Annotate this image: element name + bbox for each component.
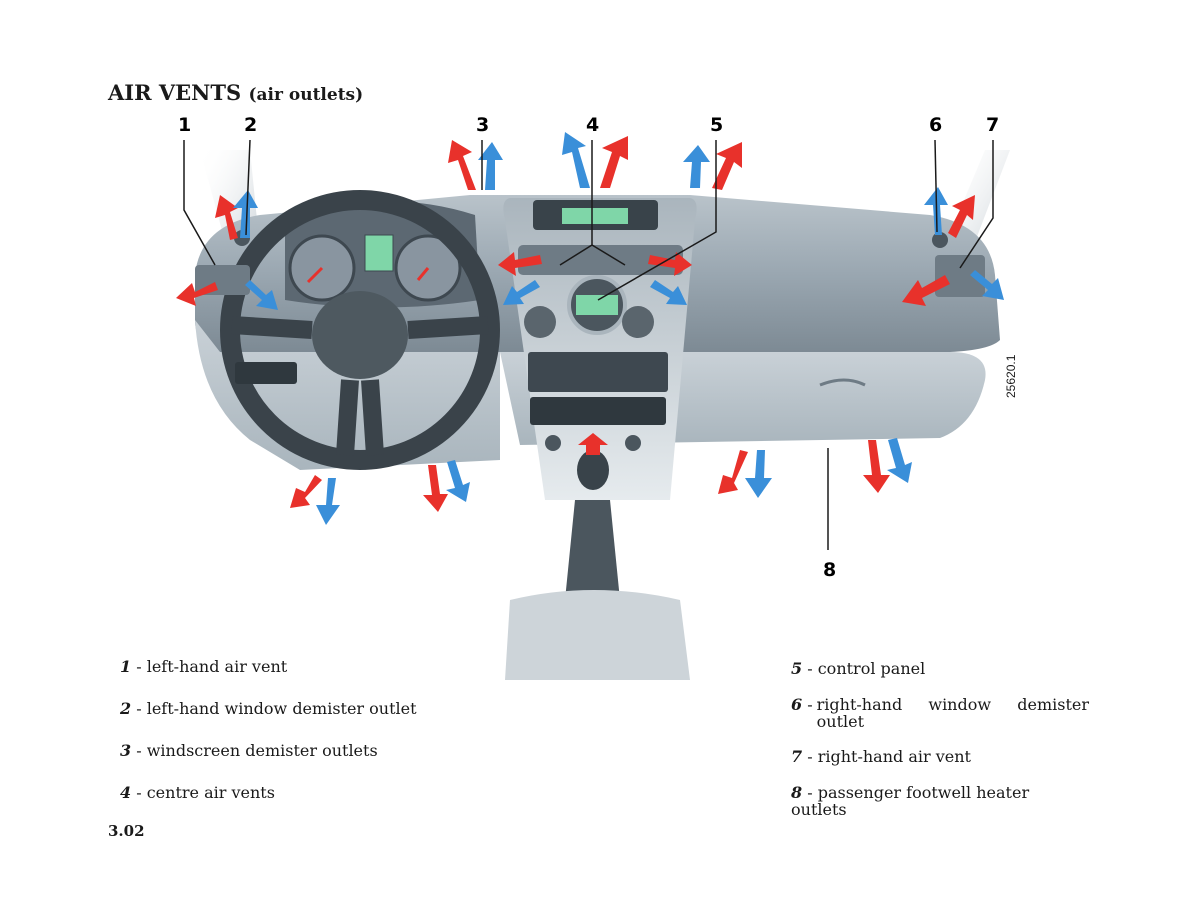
legend-text: right-hand window demister outlet — [816, 695, 1089, 731]
left-control-knob — [524, 306, 556, 338]
legend-number: 3 — [120, 741, 132, 760]
callout-8: 8 — [823, 559, 836, 581]
dashboard-illustration: 1 2 3 4 5 6 7 8 — [176, 114, 1010, 680]
legend-item-7: 7 - right-hand air vent — [791, 747, 971, 766]
top-display — [562, 208, 628, 224]
legend-item-8: 8 - passenger footwell heater outlets — [791, 783, 1030, 819]
steering-wheel — [220, 190, 500, 470]
legend-text: right-hand air vent — [817, 747, 971, 766]
radio-unit — [528, 352, 668, 392]
instrument-display — [364, 234, 394, 272]
legend-number: 5 — [791, 659, 803, 678]
switch-panel — [235, 362, 297, 384]
right-vent-housing — [935, 255, 985, 297]
page-number: 3.02 — [108, 822, 145, 840]
centre-vent-housing — [518, 245, 683, 275]
legend-text: control panel — [817, 659, 926, 678]
legend-item-2: 2 - left-hand window demister outlet — [120, 699, 417, 718]
callout-7: 7 — [986, 114, 999, 136]
legend-number: 1 — [120, 657, 132, 676]
callout-3: 3 — [476, 114, 489, 136]
figure-reference-code: 25620.1 — [1004, 354, 1018, 398]
steering-hub — [312, 291, 408, 379]
gear-boot — [565, 500, 620, 600]
callout-4: 4 — [586, 114, 599, 136]
legend-item-3: 3 - windscreen demister outlets — [120, 741, 378, 760]
legend-number: 4 — [120, 783, 132, 802]
legend-number: 7 — [791, 747, 803, 766]
title-sub: (air outlets) — [248, 85, 364, 105]
control-panel-display — [576, 295, 618, 315]
callout-6: 6 — [929, 114, 942, 136]
legend-item-5: 5 - control panel — [791, 659, 926, 678]
legend-text: windscreen demister outlets — [146, 741, 378, 760]
legend-item-1: 1 - left-hand air vent — [120, 657, 288, 676]
legend-item-6: 6 - right-hand window demister outlet — [791, 695, 1089, 731]
callout-leader-lines — [183, 139, 994, 550]
legend-text: centre air vents — [146, 783, 275, 802]
armrest — [505, 590, 690, 680]
legend-text: left-hand window demister outlet — [146, 699, 417, 718]
right-demister-outlet — [932, 232, 948, 248]
legend-number: 2 — [120, 699, 132, 718]
legend-item-4: 4 - centre air vents — [120, 783, 275, 802]
callout-1: 1 — [178, 114, 191, 136]
legend-text: passenger footwell heater outlets — [791, 783, 1030, 819]
storage-tray — [530, 397, 666, 425]
legend-number: 6 — [791, 695, 803, 714]
callout-5: 5 — [710, 114, 723, 136]
legend-text: left-hand air vent — [146, 657, 288, 676]
callout-2: 2 — [244, 114, 257, 136]
gear-knob — [577, 450, 609, 490]
glovebox-handle — [819, 378, 866, 387]
title-main: AIR VENTS — [108, 80, 242, 105]
legend-number: 8 — [791, 783, 803, 802]
right-control-knob — [622, 306, 654, 338]
page-title: AIR VENTS (air outlets) — [108, 80, 363, 105]
